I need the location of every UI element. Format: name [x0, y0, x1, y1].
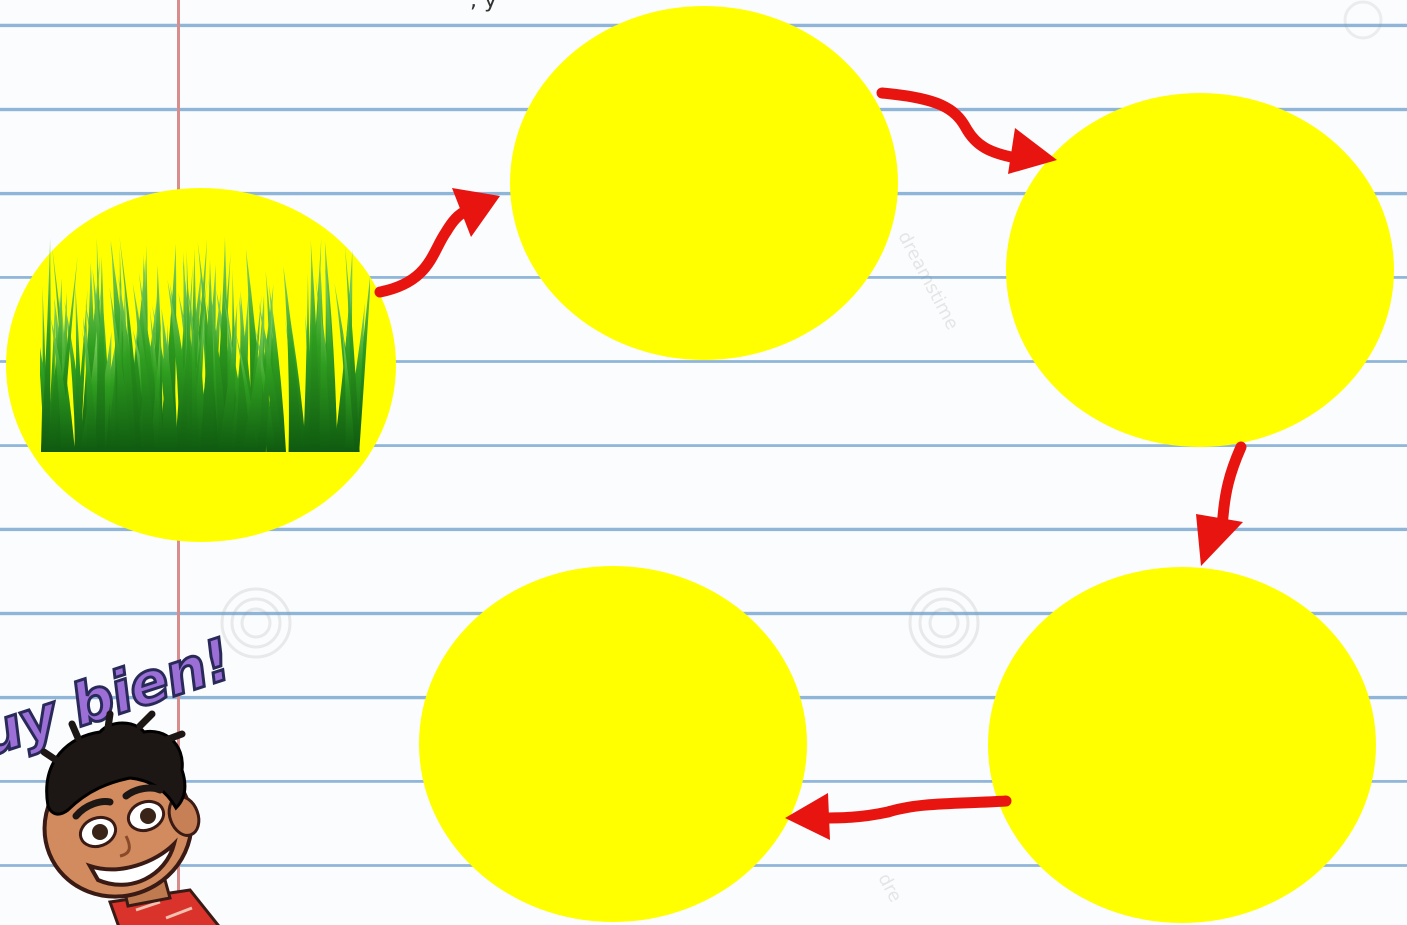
cycle-node-empty [1006, 93, 1394, 447]
arrow-node3-to-node4 [1222, 447, 1241, 530]
watermark-swirl-icon [906, 585, 982, 661]
grass-image [40, 236, 370, 452]
cycle-node-empty [510, 6, 898, 360]
arrow-node4-to-node5 [820, 801, 1006, 818]
bitmoji-boy-avatar-icon [0, 640, 250, 925]
arrow-node2-to-node3 [882, 93, 1016, 158]
arrow-grass-to-node2 [380, 210, 468, 292]
arrowhead [452, 188, 500, 237]
cycle-node-grass [6, 188, 396, 542]
grass-blade [283, 265, 302, 452]
cropped-instruction-text: , y [470, 0, 497, 13]
cycle-node-empty [988, 567, 1376, 923]
arrowhead [1196, 514, 1243, 566]
watermark-swirl-icon [1325, 0, 1401, 76]
watermark-text: dreamstime [893, 228, 962, 333]
cycle-node-empty [419, 566, 807, 922]
watermark-text: dre [873, 870, 905, 906]
